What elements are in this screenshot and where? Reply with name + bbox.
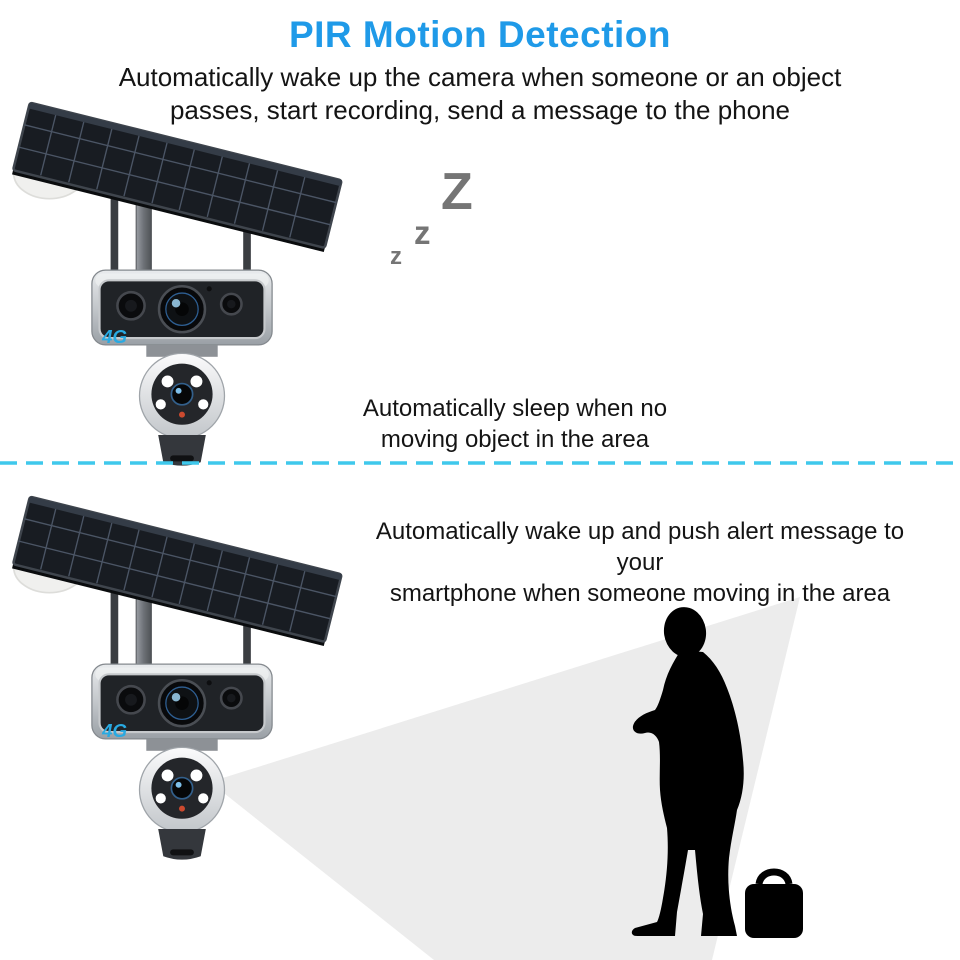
sleep-caption-line1: Automatically sleep when no: [362, 395, 668, 422]
sleep-z-large-icon: Z: [441, 163, 473, 221]
page-title: PIR Motion Detection: [288, 14, 672, 55]
beam-cone: [210, 597, 800, 960]
sleep-z-medium-icon: z: [414, 214, 431, 251]
page-subtitle-line2: passes, start recording, send a message …: [169, 95, 791, 125]
page-subtitle-line1: Automatically wake up the camera when so…: [118, 62, 842, 92]
alert-caption: Automatically wake up and push alert mes…: [350, 516, 930, 609]
dashed-divider: [0, 461, 960, 465]
camera-svg-bottom: [10, 495, 343, 861]
solar-camera-illustration-alert: [10, 472, 352, 863]
person-silhouette: [631, 607, 803, 938]
alert-caption-line2: smartphone when someone moving in the ar…: [389, 580, 891, 607]
camera-svg-top: [10, 101, 343, 467]
alert-caption-line1: Automatically wake up and push alert mes…: [375, 518, 905, 576]
solar-camera-illustration-sleep: [10, 78, 352, 469]
briefcase-handle: [755, 868, 793, 886]
silhouette-body: [631, 650, 744, 936]
sleep-caption: Automatically sleep when no moving objec…: [320, 393, 710, 455]
sleep-z-small-icon: z: [390, 243, 402, 270]
briefcase: [745, 884, 803, 938]
silhouette-head: [663, 607, 707, 657]
page-subtitle: Automatically wake up the camera when so…: [0, 61, 960, 127]
sleep-caption-line2: moving object in the area: [380, 426, 650, 453]
